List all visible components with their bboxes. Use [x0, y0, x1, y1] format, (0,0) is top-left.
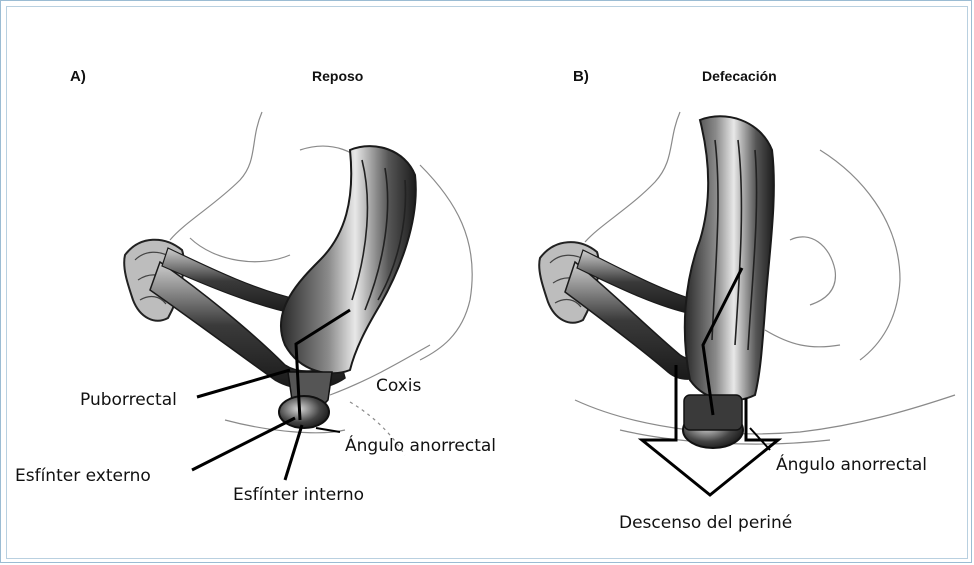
- panel-b-title: Defecación: [702, 68, 777, 84]
- label-esfinter-externo: Esfínter externo: [15, 466, 151, 486]
- label-puborrectal: Puborrectal: [80, 390, 177, 410]
- label-angulo-b: Ángulo anorrectal: [776, 453, 927, 475]
- panel-a-title: Reposo: [312, 68, 363, 84]
- panel-b-letter: B): [573, 68, 589, 85]
- label-esfinter-interno: Esfínter interno: [233, 485, 364, 505]
- panel-a: A) Reposo Puborrecta: [15, 68, 496, 505]
- label-coxis: Coxis: [376, 376, 422, 396]
- panel-a-letter: A): [70, 68, 86, 85]
- rectum-b: [685, 116, 774, 400]
- panel-b: B) Defecación Ángulo anorrectal: [539, 68, 955, 533]
- label-angulo-a: Ángulo anorrectal: [345, 434, 496, 456]
- label-descenso: Descenso del periné: [619, 513, 792, 533]
